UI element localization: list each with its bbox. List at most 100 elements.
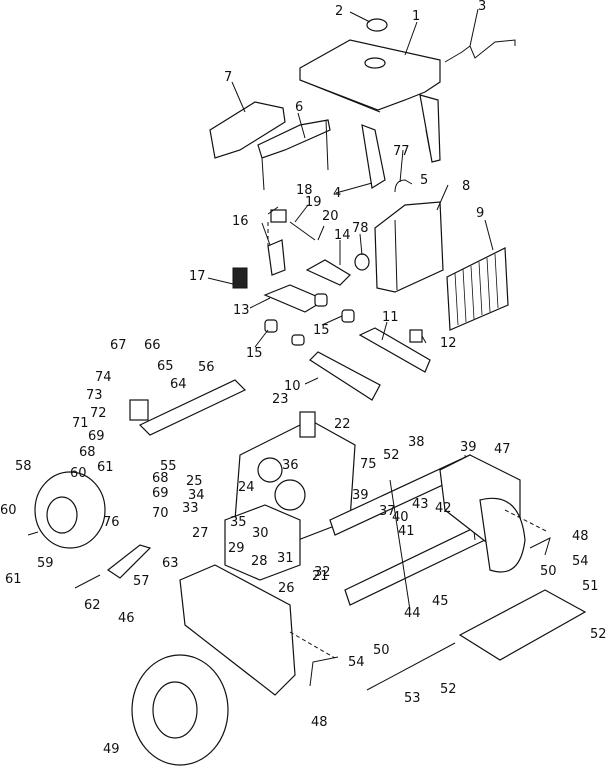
callout-67: 67	[110, 338, 127, 353]
callout-26: 26	[278, 581, 295, 596]
rear-tire-right	[479, 497, 526, 573]
hook-48-upper	[529, 537, 551, 556]
callout-2: 2	[335, 4, 344, 19]
callout-46: 46	[118, 611, 135, 626]
callout-16: 16	[232, 214, 249, 229]
callout-7: 7	[224, 70, 233, 85]
callout-61b: 61	[5, 572, 22, 587]
callout-56: 56	[198, 360, 215, 375]
callout-37: 37	[379, 504, 396, 519]
spindle-bolt	[74, 574, 101, 589]
callout-52b: 52	[590, 627, 607, 642]
callout-69b: 69	[152, 486, 169, 501]
frame-rail-11	[358, 327, 431, 373]
callout-66: 66	[144, 338, 161, 353]
callout-55: 55	[160, 459, 177, 474]
callout-29: 29	[228, 541, 245, 556]
callout-77: 77	[393, 144, 410, 159]
callout-34: 34	[188, 488, 205, 503]
callout-23: 23	[272, 392, 289, 407]
axle-pin	[27, 531, 39, 536]
callout-58: 58	[15, 459, 32, 474]
callout-50b: 50	[540, 564, 557, 579]
radiator	[374, 201, 444, 293]
callout-64: 64	[170, 377, 187, 392]
elbow-fitting	[354, 253, 370, 271]
callout-40: 40	[392, 510, 409, 525]
steering-spindle	[106, 544, 152, 579]
side-panel-4	[361, 124, 386, 189]
floor-plate	[458, 589, 587, 661]
callout-60b: 60	[0, 503, 17, 518]
callout-27: 27	[192, 526, 209, 541]
callout-73: 73	[86, 388, 103, 403]
callout-22: 22	[334, 417, 351, 432]
callout-8: 8	[462, 179, 471, 194]
leader-lines	[207, 8, 494, 385]
spindle-housing	[129, 399, 149, 421]
callout-45: 45	[432, 594, 449, 609]
callout-19: 19	[305, 195, 322, 210]
hood-cover	[299, 39, 441, 113]
callout-25: 25	[186, 474, 203, 489]
callout-49: 49	[103, 742, 120, 757]
callout-71: 71	[72, 416, 89, 431]
callout-39a: 39	[460, 440, 477, 455]
callout-38: 38	[408, 435, 425, 450]
radiator-hose	[394, 179, 413, 193]
callout-60a: 60	[70, 466, 87, 481]
callout-43: 43	[412, 497, 429, 512]
callout-72: 72	[90, 406, 107, 421]
callout-15a: 15	[313, 323, 330, 338]
callout-30: 30	[252, 526, 269, 541]
hook-48-lower	[309, 656, 339, 687]
callout-20: 20	[322, 209, 339, 224]
callout-47: 47	[494, 442, 511, 457]
radiator-grille	[446, 247, 509, 331]
front-tire	[34, 471, 106, 549]
rod-53	[366, 642, 456, 691]
callout-62: 62	[84, 598, 101, 613]
callout-9: 9	[476, 206, 485, 221]
callout-31: 31	[277, 551, 294, 566]
callout-75: 75	[360, 457, 377, 472]
callout-44: 44	[404, 606, 421, 621]
channel-10	[309, 351, 381, 401]
callout-68b: 68	[152, 471, 169, 486]
callout-70: 70	[152, 506, 169, 521]
fuel-filter-assembly	[232, 209, 316, 289]
callout-32: 32	[314, 565, 331, 580]
callout-1: 1	[412, 9, 421, 24]
callout-18: 18	[296, 183, 313, 198]
callout-59: 59	[37, 556, 54, 571]
callout-61a: 61	[97, 460, 114, 475]
front-axle-beam	[138, 379, 247, 436]
callout-21: 21	[312, 569, 329, 584]
callout-69a: 69	[88, 429, 105, 444]
callout-76: 76	[103, 515, 120, 530]
callout-48a: 48	[311, 715, 328, 730]
callout-14: 14	[334, 228, 351, 243]
block-12	[409, 329, 423, 343]
callout-54b: 54	[572, 554, 589, 569]
callout-3: 3	[478, 0, 487, 14]
callout-63: 63	[162, 556, 179, 571]
mount-bracket-14	[305, 259, 351, 286]
callout-13: 13	[233, 303, 250, 318]
callout-57: 57	[133, 574, 150, 589]
callout-6: 6	[295, 100, 304, 115]
callout-48b: 48	[572, 529, 589, 544]
callout-54a: 54	[348, 655, 365, 670]
rear-tire-left	[131, 654, 229, 766]
callout-53: 53	[404, 691, 421, 706]
callout-17: 17	[189, 269, 206, 284]
callout-52a: 52	[383, 448, 400, 463]
filler-ring	[366, 18, 388, 32]
callout-33: 33	[182, 501, 199, 516]
callout-78: 78	[352, 221, 369, 236]
support-bracket	[257, 119, 331, 191]
callout-36: 36	[282, 458, 299, 473]
callout-11: 11	[382, 310, 399, 325]
callout-4: 4	[333, 186, 342, 201]
